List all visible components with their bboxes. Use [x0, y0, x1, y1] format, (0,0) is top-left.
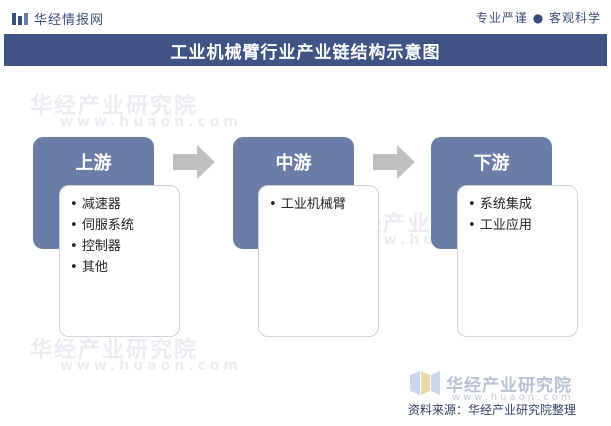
list-item: • 工业应用 — [468, 218, 532, 233]
footer-logo-icon — [410, 371, 440, 395]
brand-logo-icon — [12, 12, 28, 25]
stage-downstream-label: 下游 — [473, 153, 510, 174]
diagram-area: 华经产业研究院 www.huaon.com 华经产业研究院 www.huaon.… — [0, 66, 611, 426]
stage-upstream-label: 上游 — [75, 153, 112, 174]
tagline: 专业严谨 ● 客观科学 — [475, 11, 601, 25]
watermark-url: www.huaon.com — [60, 114, 243, 130]
watermark-url: www.huaon.com — [60, 358, 243, 374]
arrow-right-icon — [173, 145, 215, 179]
list-item: • 减速器 — [70, 197, 121, 212]
brand-name: 华经情报网 — [34, 13, 105, 28]
list-item: • 其他 — [70, 260, 108, 275]
footer-logo-url: www.huaon.com — [452, 392, 574, 403]
list-item: • 控制器 — [70, 239, 121, 254]
page-title: 工业机械臂行业产业链结构示意图 — [170, 42, 441, 63]
top-bar: 华经情报网 专业严谨 ● 客观科学 — [0, 0, 611, 34]
footer-logo-text: 华经产业研究院 — [446, 375, 572, 396]
stage-upstream-card: • 减速器 • 伺服系统 • 控制器 • 其他 — [59, 185, 180, 337]
stage-downstream-card: • 系统集成 • 工业应用 — [457, 185, 578, 337]
stage-midstream-card: • 工业机械臂 — [258, 185, 379, 337]
watermark-text: 华经产业研究院 — [30, 94, 199, 119]
list-item: • 伺服系统 — [70, 218, 134, 233]
footer-logo: 华经产业研究院 — [410, 369, 572, 397]
list-item: • 工业机械臂 — [269, 197, 346, 212]
title-band: 工业机械臂行业产业链结构示意图 — [4, 34, 607, 66]
arrow-right-icon — [373, 145, 415, 179]
stage-midstream-label: 中游 — [275, 153, 312, 174]
list-item: • 系统集成 — [468, 197, 532, 212]
source-note: 资料来源：华经产业研究院整理 — [408, 403, 577, 417]
brand: 华经情报网 — [12, 9, 104, 28]
